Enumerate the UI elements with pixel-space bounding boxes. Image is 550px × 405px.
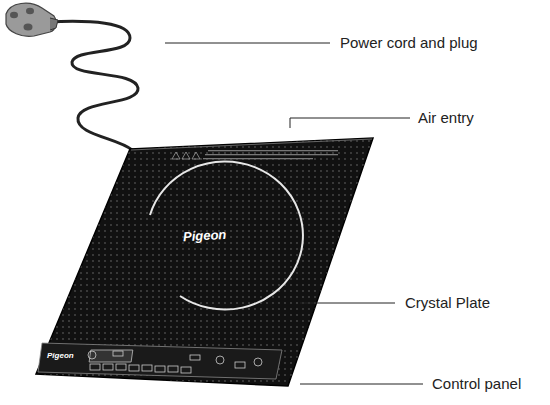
part-label: Power cord and plug xyxy=(340,34,478,51)
power-plug xyxy=(6,3,58,36)
part-label: Air entry xyxy=(418,109,474,126)
brand-logo: Pigeon xyxy=(183,227,227,244)
brand-logo: Pigeon xyxy=(47,351,74,360)
part-label: Control panel xyxy=(432,375,521,392)
control-panel xyxy=(38,343,282,379)
leader-lines xyxy=(165,43,423,384)
power-cord xyxy=(48,21,138,150)
crystal-plate xyxy=(0,130,400,400)
part-label: Crystal Plate xyxy=(405,294,490,311)
